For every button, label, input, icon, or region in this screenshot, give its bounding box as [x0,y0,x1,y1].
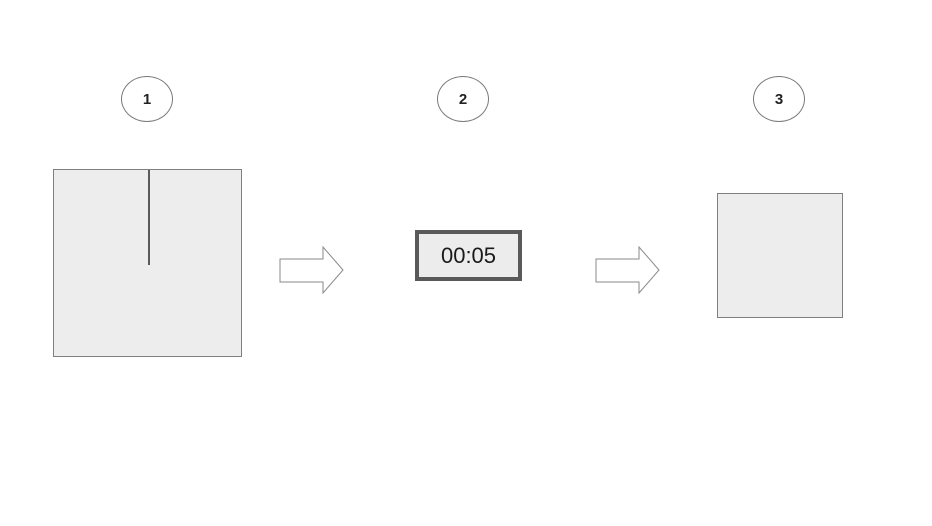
cut-line [148,170,150,265]
timer-value: 00:05 [440,242,497,268]
step-1-number: 1 [142,90,152,108]
timer-display: 00:05 [415,230,522,281]
step-2-badge: 2 [437,76,489,122]
step-3-badge: 3 [753,76,805,122]
step-3-square [717,193,843,318]
right-arrow-icon [279,246,344,294]
step-2-number: 2 [458,90,468,108]
step-1-badge: 1 [121,76,173,122]
step-1-square [53,169,242,357]
step-3-number: 3 [774,90,784,108]
right-arrow-icon [595,246,660,294]
